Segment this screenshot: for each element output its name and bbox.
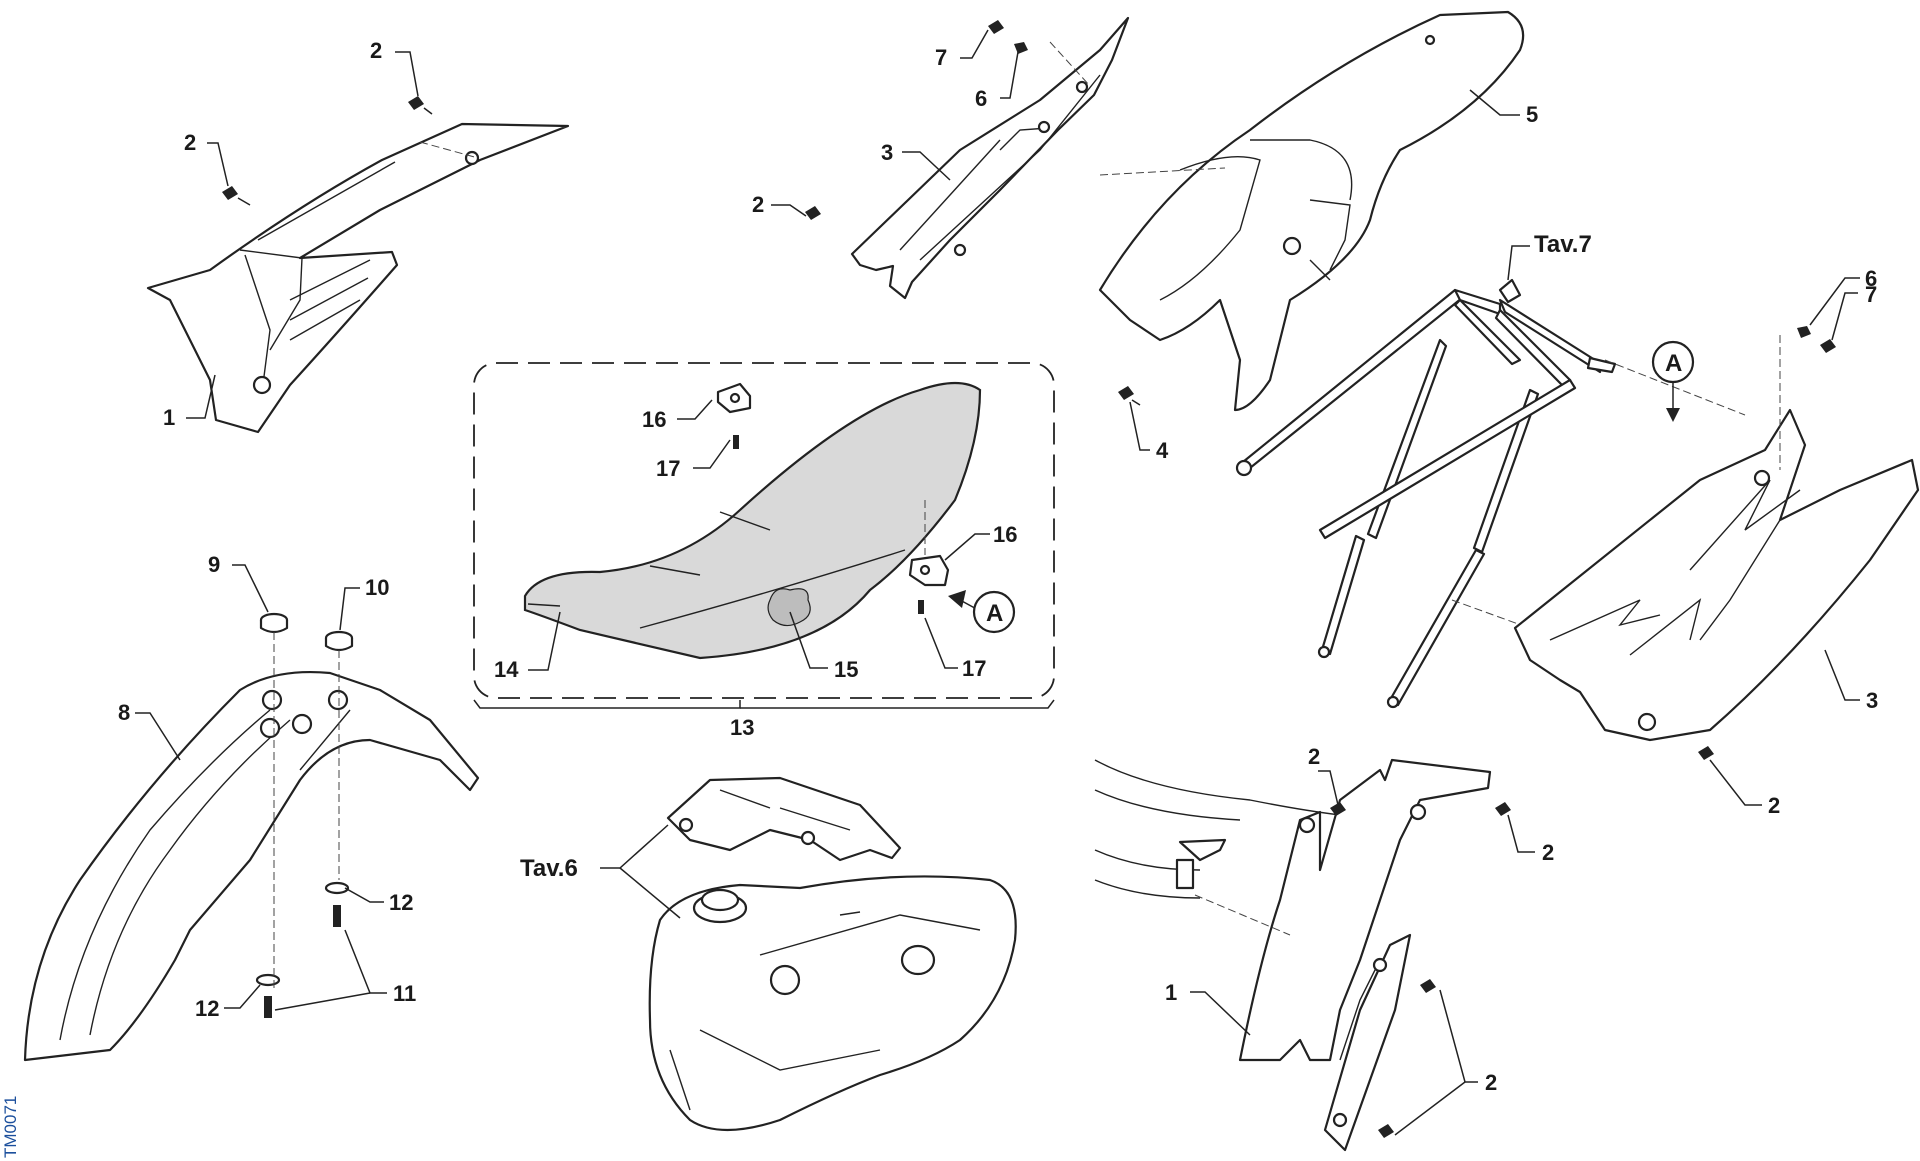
seat-kit-box [473,362,1055,699]
screw-4 [1118,386,1141,406]
screw-2-e [1330,802,1346,816]
label-12b: 12 [195,996,219,1021]
label-11: 11 [393,981,416,1006]
screw-2-f [1495,802,1511,816]
screw-2-c [805,206,821,220]
screw-7-top [988,20,1004,34]
label-2c: 2 [752,192,764,217]
side-panel-lower [1094,758,1492,1152]
screw-7-right [1820,339,1836,353]
label-7a: 7 [935,45,947,70]
label-12a: 12 [389,890,413,915]
arrowhead-a-right [1666,408,1680,422]
washer-10 [324,630,354,652]
label-14: 14 [494,657,519,682]
seat [523,381,982,660]
screw-11-a [333,905,341,927]
label-tav7: Tav.7 [1534,231,1592,258]
nut-6-right [1797,326,1811,338]
washer-12-b [255,973,281,987]
washer-9 [259,612,289,634]
label-1b: 1 [1165,980,1177,1005]
screw-2-d [1698,746,1714,760]
label-10: 10 [365,575,389,600]
label-4: 4 [1156,438,1169,463]
label-tav6: Tav.6 [520,855,578,882]
screw-11-b [264,996,272,1018]
radiator-scoop-tav6 [666,776,902,862]
side-panel-left [146,122,570,434]
label-1a: 1 [163,405,175,430]
label-17a: 17 [656,456,680,481]
label-7b: 7 [1865,282,1877,307]
line-1-lower [1194,894,1291,936]
arrowhead-a-seat [948,590,966,608]
label-13: 13 [730,715,754,740]
washer-12-a [324,881,350,895]
screw-2-b [222,186,251,206]
label-2f: 2 [1542,840,1554,865]
label-16b: 16 [993,522,1017,547]
label-5: 5 [1526,102,1538,127]
label-3b: 3 [1866,688,1878,713]
screw-2-g [1420,979,1436,993]
rear-fender [1098,10,1525,412]
rear-subframe [1235,278,1746,709]
screw-2-a [408,96,433,115]
seat-bracket-16-left [716,382,752,414]
screw-2-h [1378,1124,1394,1138]
label-6b: 6 [1865,266,1877,291]
seat-bracket-16-right [908,554,950,587]
label-2b: 2 [184,130,196,155]
label-8: 8 [118,700,130,725]
leader-lines [135,29,1860,1136]
label-ref-a-seat: A [986,600,1003,627]
screw-17-left [733,435,739,449]
fuel-tank-tav6 [648,875,1017,1132]
label-2e: 2 [1308,744,1320,769]
label-2d: 2 [1768,793,1780,818]
side-panel-top [850,16,1130,300]
label-9: 9 [208,552,220,577]
front-fender [23,670,480,1062]
ref-a-circle-seat [972,590,1016,634]
label-2g: 2 [1485,1070,1497,1095]
label-15: 15 [834,657,858,682]
screw-17-right [918,600,924,614]
label-3a: 3 [881,140,893,165]
label-ref-a-right: A [1665,350,1682,377]
nut-6-top [1014,42,1028,54]
label-16a: 16 [642,407,666,432]
label-17b: 17 [962,656,986,681]
side-panel-right [1513,408,1920,742]
label-6a: 6 [975,86,987,111]
drawing-code: TM0071 [1,1096,20,1158]
label-2a: 2 [370,38,382,63]
